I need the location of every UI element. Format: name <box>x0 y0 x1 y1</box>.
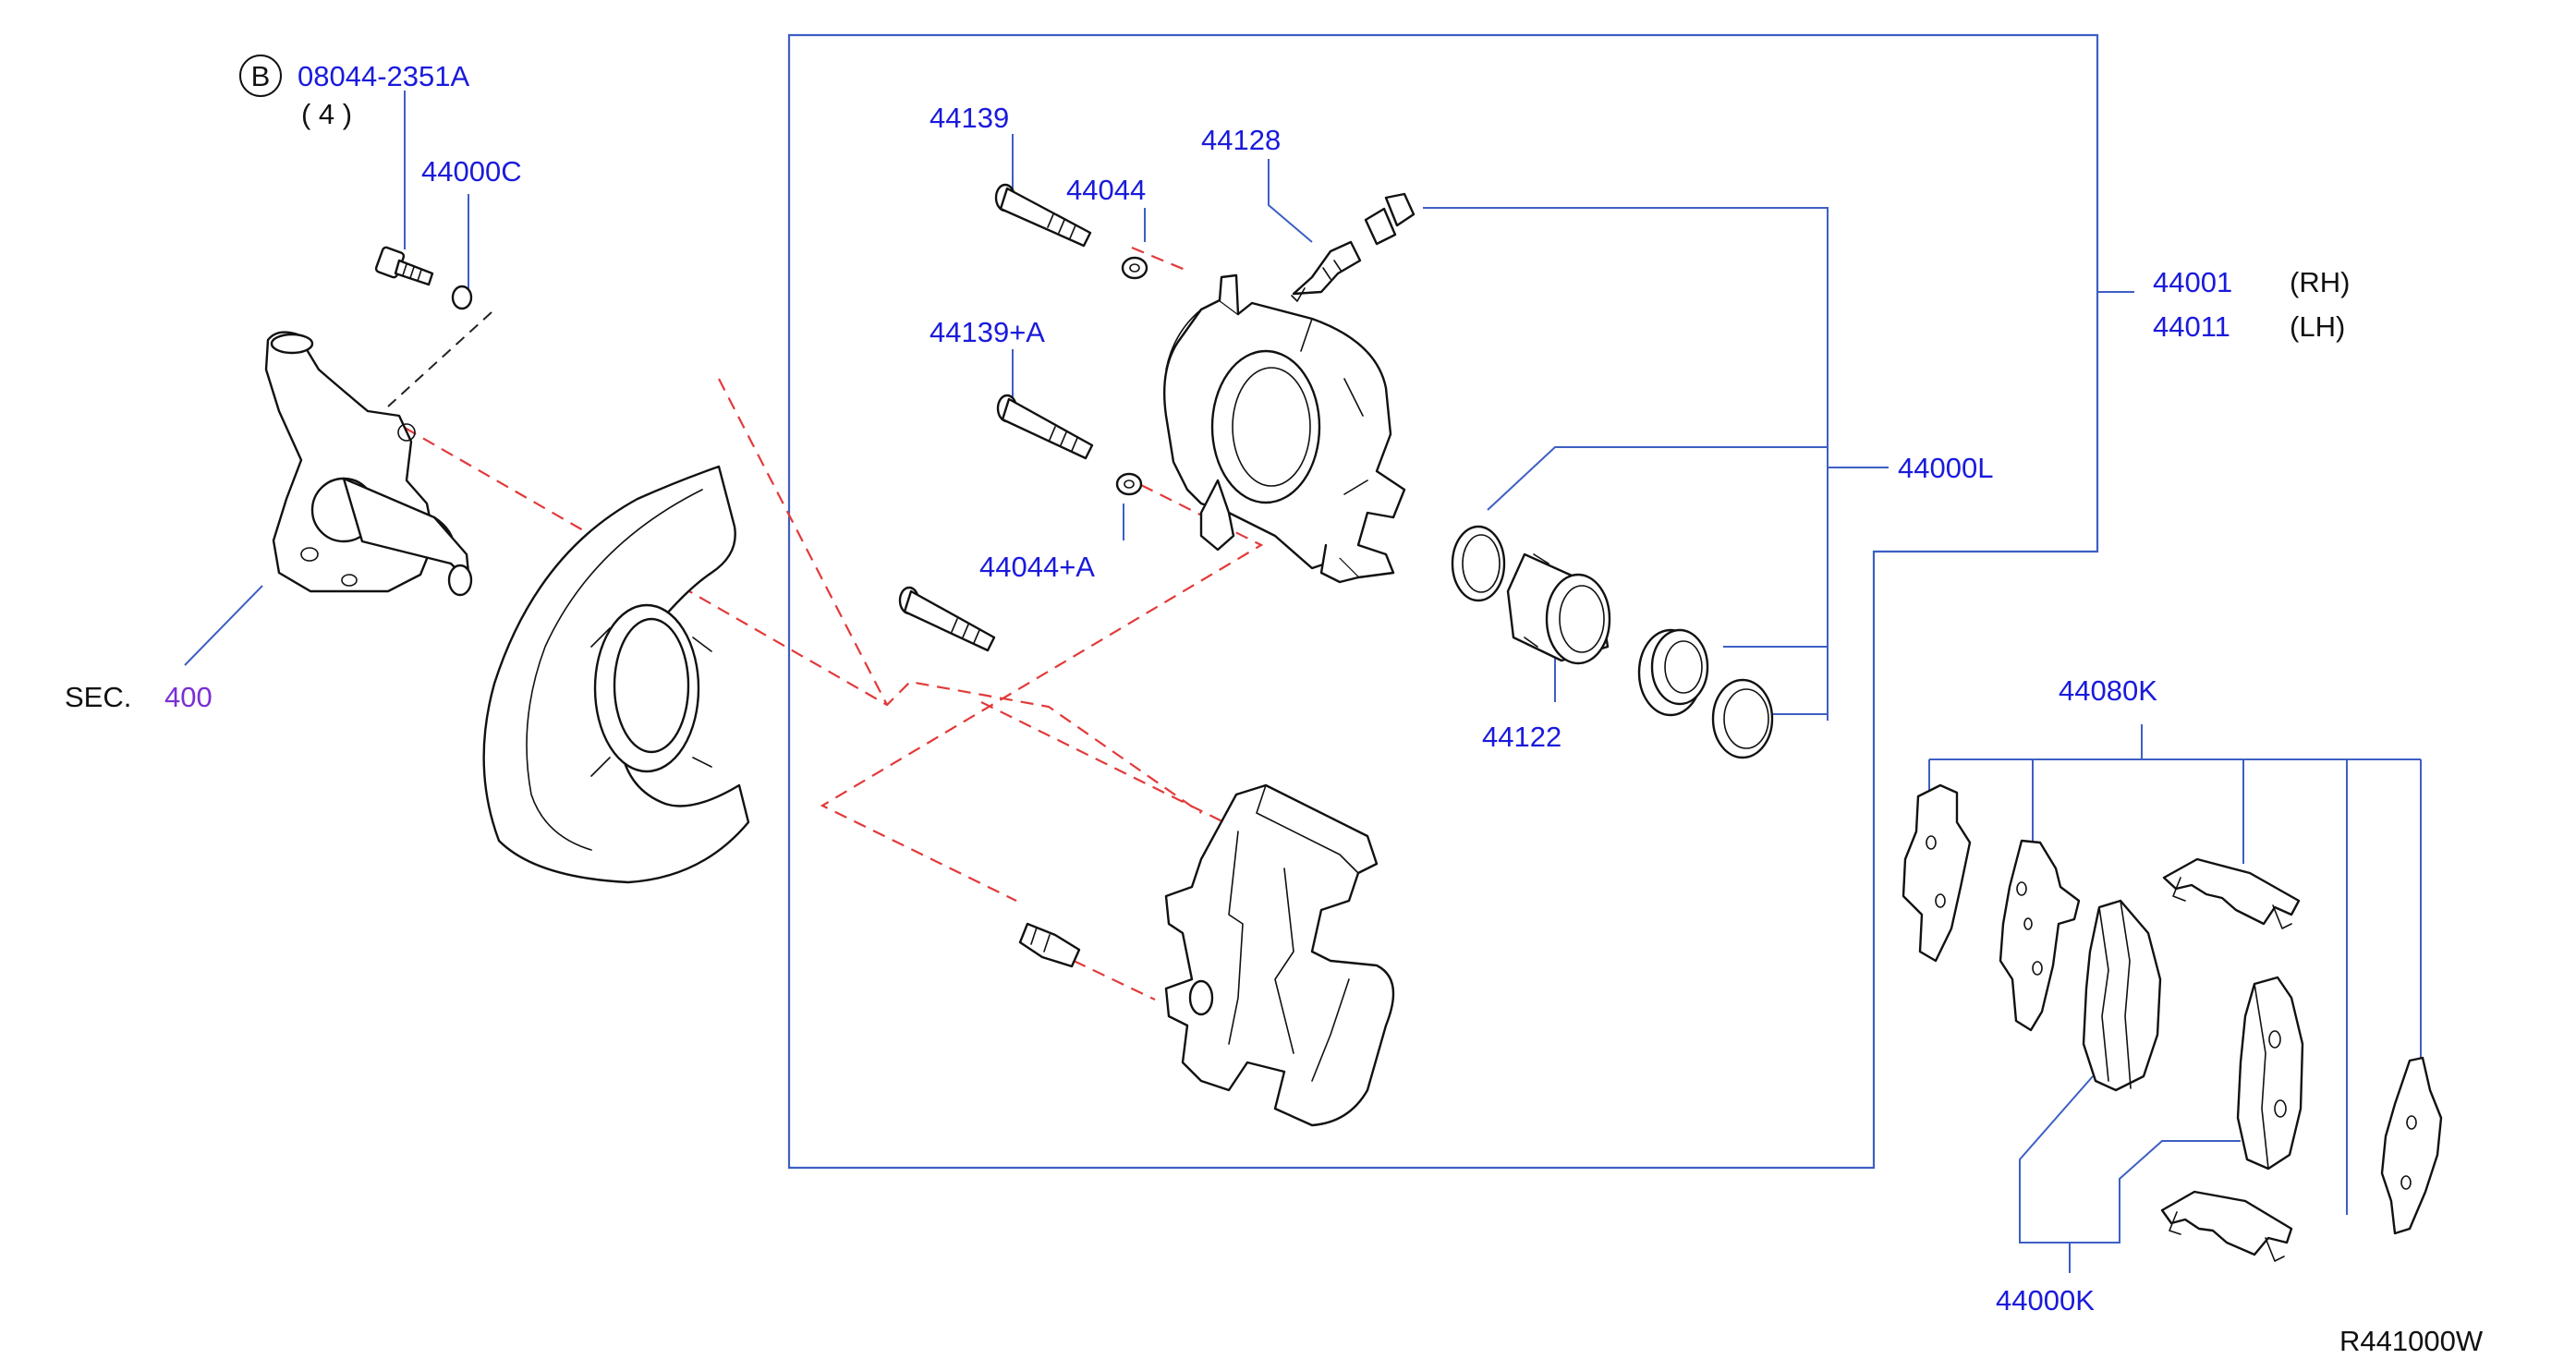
pad-set-label: 44000K <box>1996 1284 2095 1316</box>
piston <box>1506 552 1611 665</box>
guide-pin-upper-label: 44139 <box>930 102 1009 134</box>
bolt-part-number: 08044-2351A <box>298 60 469 92</box>
bleeder-label: 44128 <box>1201 124 1281 156</box>
caliper-lh-part-number: 44011 <box>2153 310 2230 343</box>
dust-shield <box>482 465 750 884</box>
bleeder-screw <box>1291 192 1416 302</box>
knuckle-washer <box>451 285 473 310</box>
pad-outer <box>1999 839 2081 1032</box>
caliper-body <box>1163 273 1406 584</box>
pad-shim-inner <box>2380 1056 2443 1235</box>
pad-shim-outer <box>1902 783 1972 963</box>
pin-boot-lower-label: 44044+A <box>979 551 1095 583</box>
pad-with-lining-right <box>2236 976 2304 1171</box>
piston-seal <box>1451 525 1506 602</box>
guide-pin-lower-label: 44139+A <box>930 316 1045 348</box>
caliper-assembly-frame <box>787 33 2099 1170</box>
guide-pin-upper <box>994 183 1092 248</box>
piston-label: 44122 <box>1482 721 1561 753</box>
bracket-bolt <box>1018 922 1081 968</box>
pad-kit-label: 44080K <box>2059 674 2157 707</box>
caliper-rh-part-number: 44001 <box>2153 266 2232 298</box>
guide-pin-bracket <box>898 586 996 652</box>
steering-knuckle <box>264 331 473 597</box>
assembly-lines <box>387 246 1264 1001</box>
figure-code: R441000W <box>2339 1325 2484 1357</box>
seal-kit-label: 44000L <box>1898 452 1993 484</box>
pad-clip-lower <box>2160 1190 2293 1262</box>
knuckle-bolt <box>374 246 434 286</box>
guide-pin-lower <box>996 394 1094 460</box>
piston-boot <box>1637 628 1709 717</box>
section-number: 400 <box>164 681 213 713</box>
section-prefix: SEC. <box>65 681 131 713</box>
pin-boot-upper <box>1121 256 1148 280</box>
caliper-lh-side: (LH) <box>2290 310 2345 343</box>
pad-clip-upper <box>2162 857 2301 929</box>
bolt-callout: B 08044-2351A ( 4 ) <box>239 55 469 130</box>
pin-boot-lower <box>1115 472 1143 496</box>
bolt-quantity: ( 4 ) <box>301 98 352 130</box>
caliper-rh-side: (RH) <box>2290 266 2350 298</box>
circled-b-marker <box>239 55 282 97</box>
washer-part-number: 44000C <box>421 155 522 188</box>
boot-ring <box>1711 678 1774 759</box>
circled-b-letter: B <box>251 60 271 92</box>
caliper-bracket <box>1164 783 1395 1127</box>
pin-boot-upper-label: 44044 <box>1066 174 1146 206</box>
pad-with-lining-left <box>2082 899 2162 1092</box>
